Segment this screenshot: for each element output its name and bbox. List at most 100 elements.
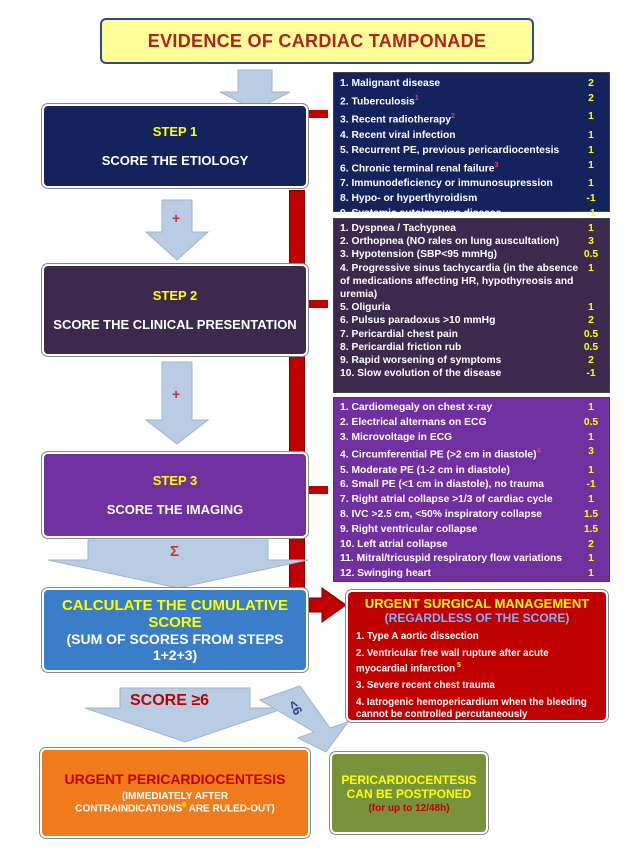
clinical-item-text: 1. Dyspnea / Tachypnea (340, 223, 456, 234)
clinical-item-text: 2. Orthopnea (NO rales on lung auscultat… (340, 236, 560, 248)
surgical-item-text: 4. Iatrogenic hemopericardium when the b… (356, 697, 587, 721)
etiology-item-text: 6. Chronic terminal renal failure3 (340, 161, 499, 175)
imaging-item-text: 12. Swinging heart (340, 568, 431, 580)
imaging-item: 6. Small PE (<1 cm in diastole), no trau… (340, 478, 603, 493)
etiology-item: 2. Tuberculosis1 2 (340, 91, 603, 109)
arrow-step3-to-calc (47, 539, 309, 589)
clinical-item-text: 7. Pericardial chest pain (340, 328, 458, 340)
imaging-item-score: 2 (588, 538, 594, 550)
etiology-item-text: 1. Malignant disease (340, 78, 441, 89)
imaging-item-score: 1 (588, 402, 594, 413)
urgent-note-a: (IMMEDIATELY AFTER CONTRAINDICATIONS (75, 791, 229, 815)
clinical-item-score: 3 (588, 236, 594, 248)
clinical-item: 3. Hypotension (SBP<95 mmHg) 0.5 (340, 248, 603, 261)
clinical-item-text: 10. Slow evolution of the disease (340, 368, 502, 380)
clinical-item-text: 3. Hypotension (SBP<95 mmHg) (340, 249, 498, 261)
etiology-item-score: 2 (588, 78, 594, 89)
clinical-item-text: 4. Progressive sinus tachycardia (in the… (340, 262, 579, 301)
sigma-sign: Σ (170, 543, 180, 560)
clinical-item: 8. Pericardial friction rub 0.5 (340, 341, 603, 354)
postpone-note: (for up to 12/48h) (368, 802, 450, 814)
imaging-item: 5. Moderate PE (1-2 cm in diastole)1 (340, 464, 603, 479)
clinical-item: 1. Dyspnea / Tachypnea 1 (340, 222, 603, 235)
plus-sign-1: + (172, 210, 181, 226)
calculate-line2: (SUM OF SCORES FROM STEPS 1+2+3) (66, 631, 284, 663)
etiology-item-score: -1 (586, 193, 596, 205)
clinical-item-score: 0.5 (583, 249, 599, 261)
surgical-subtitle: (REGARDLESS OF THE SCORE) (384, 611, 570, 625)
etiology-item-sup: 1 (414, 95, 419, 102)
connector-stub-2 (306, 300, 328, 308)
imaging-item-text: 9. Right ventricular collapse (340, 523, 478, 535)
score-ge6-label: SCORE ≥6 (130, 692, 210, 709)
imaging-item: 7. Right atrial collapse >1/3 of cardiac… (340, 493, 603, 508)
imaging-item-score: 1 (588, 431, 594, 443)
clinical-item: 2. Orthopnea (NO rales on lung auscultat… (340, 235, 603, 248)
imaging-item-score: 1 (588, 464, 594, 476)
imaging-item: 1. Cardiomegaly on chest x-ray 1 (340, 401, 603, 416)
clinical-item: 4. Progressive sinus tachycardia (in the… (340, 262, 603, 302)
clinical-item-score: 2 (588, 355, 594, 367)
clinical-list: 1. Dyspnea / Tachypnea 1 2. Orthopnea (NO … (333, 218, 610, 393)
step1-label: STEP 1 (152, 124, 198, 139)
arrow-title-to-step1 (219, 69, 291, 111)
etiology-item-score: 2 (588, 93, 594, 104)
urgent-title: URGENT PERICARDIOCENTESIS (64, 771, 286, 788)
imaging-item: 2. Electrical alternans on ECG 0.5 (340, 416, 603, 431)
clinical-item-score: 1 (588, 223, 594, 234)
imaging-item: 4. Circumferential PE (>2 cm in diastole… (340, 445, 603, 463)
etiology-item-text: 7. Immunodeficiency or immunosupression (340, 178, 553, 190)
clinical-item: 9. Rapid worsening of symptoms 2 (340, 354, 603, 367)
etiology-item-text: 2. Tuberculosis1 (340, 95, 419, 108)
imaging-item-score: 3 (588, 446, 594, 458)
connector-stub-3 (306, 486, 328, 494)
surgical-item: 4. Iatrogenic hemopericardium when the b… (356, 697, 598, 721)
step3-label: STEP 3 (152, 473, 198, 488)
arrow-score-ge6 (84, 687, 286, 743)
clinical-item-score: -1 (586, 368, 596, 380)
surgical-box: URGENT SURGICAL MANAGEMENT (REGARDLESS O… (346, 590, 608, 722)
arrow-score-lt6 (258, 685, 350, 753)
etiology-item: 6. Chronic terminal renal failure3 1 (340, 158, 603, 176)
clinical-item-text: 9. Rapid worsening of symptoms (340, 355, 502, 367)
etiology-item-score: 1 (588, 178, 594, 190)
urgent-note: (IMMEDIATELY AFTER CONTRAINDICATIONS6 AR… (75, 791, 275, 814)
etiology-item: 9. Systemic autoimmune disease-1 (340, 206, 603, 221)
etiology-item-score: 1 (588, 129, 594, 141)
step1-desc: SCORE THE ETIOLOGY (101, 153, 249, 168)
imaging-item-text: 2. Electrical alternans on ECG (340, 416, 487, 428)
imaging-item-score: 1 (588, 568, 594, 580)
etiology-item-text: 9. Systemic autoimmune disease (340, 208, 502, 220)
etiology-list: 1. Malignant disease 2 2. Tuberculosis1 2 3.… (333, 72, 610, 219)
clinical-item-score: 1 (588, 262, 594, 274)
arrow-step1-to-step2 (144, 199, 210, 261)
etiology-item-score: 1 (588, 159, 594, 171)
surgical-item-sup: 5 (455, 662, 461, 669)
etiology-item: 7. Immunodeficiency or immunosupression 1 (340, 176, 603, 191)
imaging-item-score: 1 (588, 553, 594, 565)
clinical-item: 10. Slow evolution of the disease -1 (340, 367, 603, 380)
clinical-item-text: 8. Pericardial friction rub (340, 341, 462, 353)
surgical-item: 2. Ventricular free wall rupture after a… (356, 648, 598, 675)
etiology-item-text: 5. Recurrent PE, previous pericardiocent… (340, 144, 560, 156)
imaging-item-text: 1. Cardiomegaly on chest x-ray (340, 402, 493, 413)
clinical-item-text: 6. Pulsus paradoxus >10 mmHg (340, 315, 496, 327)
connector-stub-1 (306, 110, 328, 118)
urgent-box: URGENT PERICARDIOCENTESIS (IMMEDIATELY A… (40, 748, 310, 838)
imaging-item-score: 0.5 (583, 416, 599, 428)
step2-box: STEP 2 SCORE THE CLINICAL PRESENTATION (42, 264, 308, 356)
etiology-item-score: 1 (588, 144, 594, 156)
step2-desc: SCORE THE CLINICAL PRESENTATION (53, 317, 297, 332)
etiology-item: 1. Malignant disease 2 (340, 76, 603, 91)
calculate-box: CALCULATE THE CUMULATIVE SCORE (SUM OF S… (42, 588, 308, 672)
clinical-item-score: 0.5 (583, 341, 599, 353)
